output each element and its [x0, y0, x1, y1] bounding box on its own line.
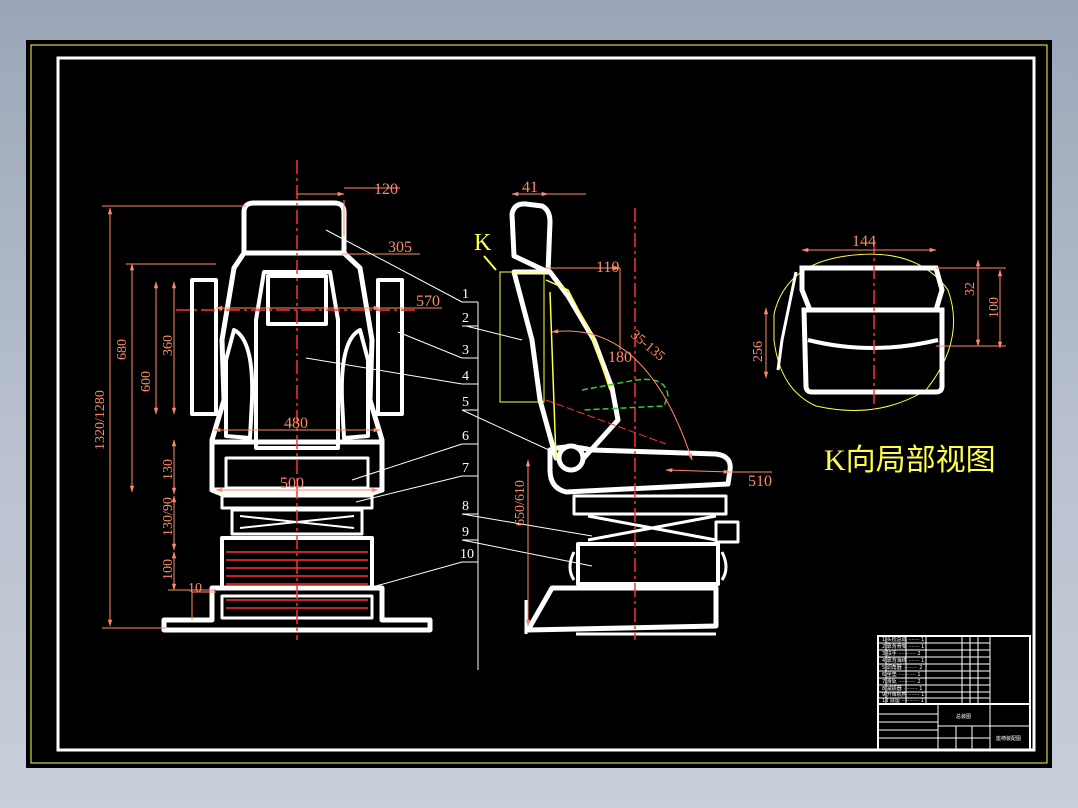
part-number-5: 5	[462, 395, 469, 410]
dim-back-height: 680	[115, 339, 130, 360]
tb-company: 座椅装配图	[996, 735, 1021, 742]
k-detail-view: 144 32 100 256	[751, 233, 1006, 411]
left-armrest	[190, 278, 218, 416]
part-number-2: 2	[462, 311, 469, 326]
part-number-8: 8	[462, 499, 469, 514]
side-suspension	[576, 542, 720, 586]
cad-drawing: 120 305 570 480 500 10 1320/1280 680 600…	[30, 44, 1048, 764]
tb-row-10: 10 底座 ··········· 1	[882, 697, 924, 704]
tb-row-3: 3 扶手 ··········· 2	[882, 650, 921, 657]
part-number-1: 1	[462, 287, 469, 302]
view-arrow	[483, 255, 497, 271]
dim-back-width: 305	[388, 239, 412, 256]
outer-border	[30, 44, 1048, 764]
front-back-inner	[254, 270, 340, 450]
dim-recline-range: 35-135	[627, 328, 667, 365]
dim-back-lower: 600	[139, 371, 154, 392]
dim-detail-side: 256	[751, 341, 766, 362]
side-dim-lines	[511, 191, 772, 627]
dim-arm-span: 570	[416, 293, 440, 310]
dim-lower: 100	[161, 559, 176, 580]
part-number-6: 6	[462, 429, 469, 444]
dim-head-depth: 41	[522, 179, 538, 196]
dim-seat-depth: 510	[748, 473, 772, 490]
tb-row-7: 7 滑轨 ··········· 2	[882, 678, 921, 685]
leader-lines	[305, 229, 593, 670]
part-number-9: 9	[462, 525, 469, 540]
tb-row-1: 1 头枕总成 ······· 1	[882, 636, 924, 643]
front-seat-cushion	[209, 439, 385, 497]
tb-row-8: 8 减振器 ········· 1	[882, 685, 922, 692]
dim-cushion: 130	[161, 459, 176, 480]
side-view	[509, 201, 740, 636]
front-base	[161, 585, 433, 633]
tb-row-2: 2 靠背骨架 ······· 1	[882, 643, 924, 650]
drawing-sheet: 120 305 570 480 500 10 1320/1280 680 600…	[26, 40, 1052, 768]
dim-headrest-width: 120	[374, 181, 398, 198]
dim-detail-top: 32	[963, 282, 978, 296]
tb-row-6: 6 坐垫 ··········· 1	[882, 671, 921, 678]
left-bolster	[224, 328, 255, 440]
dim-seat-width: 480	[284, 415, 308, 432]
dim-detail-height: 100	[987, 297, 1002, 318]
side-slide	[572, 494, 728, 516]
side-headrest	[509, 201, 553, 275]
dim-seat-height: 650/610	[513, 480, 528, 526]
dim-arm-height: 360	[161, 335, 176, 356]
front-centerlines	[176, 160, 418, 640]
part-number-10: 10	[460, 547, 474, 562]
part-number-4: 4	[462, 369, 469, 384]
side-base	[525, 585, 719, 633]
tb-row-9: 9 升降机构 ······· 1	[882, 691, 924, 698]
dim-detail-width: 144	[852, 233, 876, 250]
view-label-k: K	[474, 230, 492, 256]
detail-view-title: K向局部视图	[824, 444, 996, 477]
right-armrest	[376, 278, 404, 416]
front-dim-lines	[102, 187, 442, 629]
dim-recline: 180	[608, 349, 632, 366]
inner-border	[56, 56, 1036, 752]
title-block-rows: 1 头枕总成 ······· 1 2 靠背骨架 ······· 1 3 扶手 ·…	[882, 636, 1021, 742]
title-block	[877, 635, 1031, 751]
dim-slide: 130/90	[161, 497, 176, 536]
part-number-3: 3	[462, 343, 469, 358]
dim-total-height: 1320/1280	[93, 390, 108, 450]
tb-row-5: 5 调角器 ········· 2	[882, 664, 922, 671]
front-headrest	[241, 200, 347, 253]
dim-top-offset: 110	[596, 259, 619, 276]
tb-drawing-name: 总装图	[956, 713, 971, 720]
right-bolster	[339, 328, 370, 440]
side-recliner	[556, 443, 586, 473]
dim-base-width: 500	[280, 475, 304, 492]
dim-base-small: 10	[188, 581, 202, 596]
tb-row-4: 4 靠背海绵 ······· 1	[882, 657, 924, 664]
part-number-7: 7	[462, 461, 469, 476]
